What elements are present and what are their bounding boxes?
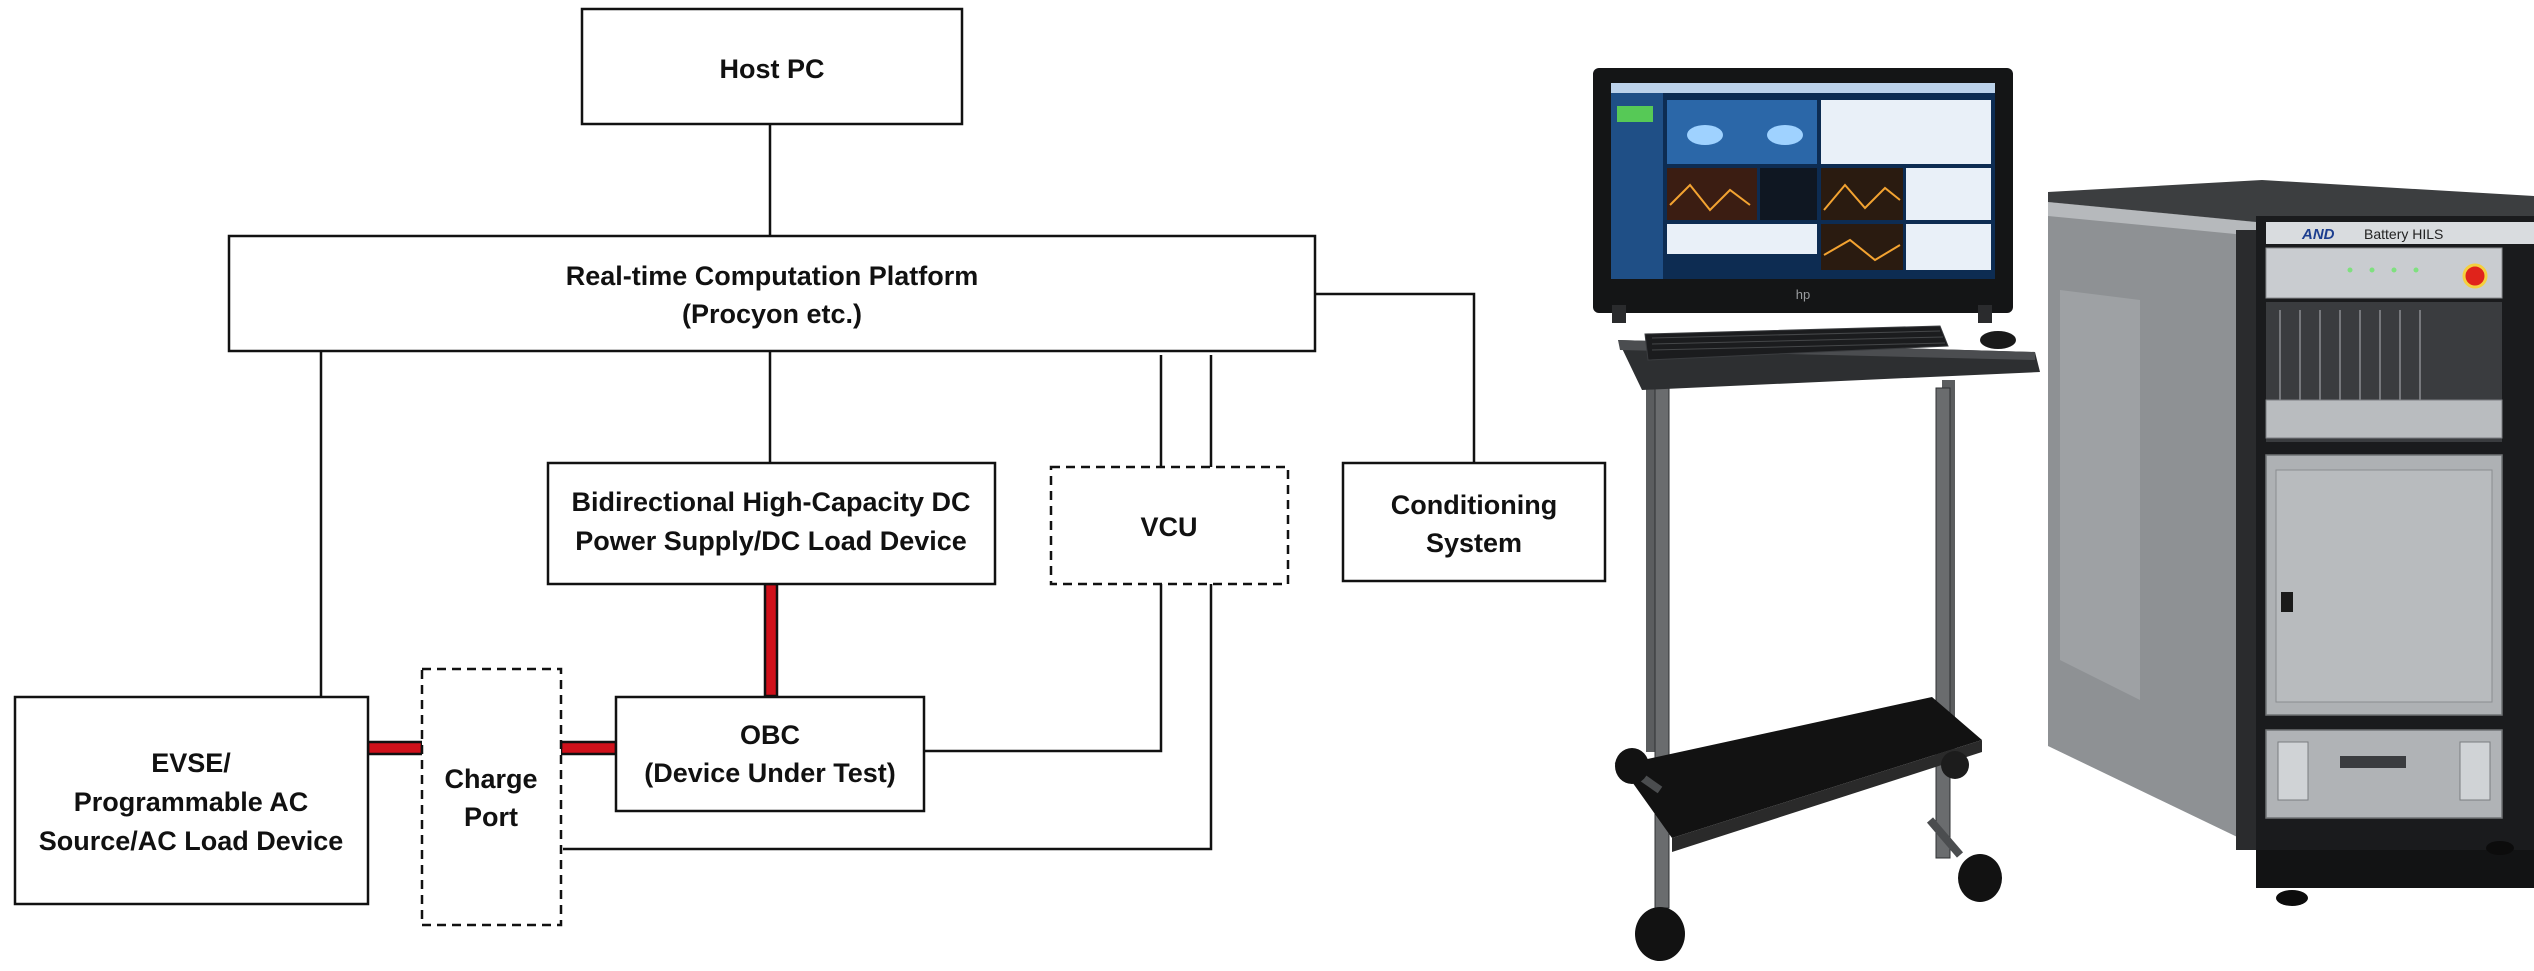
charge-port-label-line1: Charge: [444, 764, 537, 794]
emergency-stop-icon: [2462, 263, 2488, 289]
evse-label-line1: EVSE/: [151, 748, 231, 778]
wire-platform-to-conditioning: [1315, 292, 1476, 463]
rt-platform-label-line1: Real-time Computation Platform: [566, 261, 979, 291]
node-conditioning: Conditioning System: [1341, 461, 1607, 583]
wire-vcu-to-charge-port: [563, 584, 1213, 851]
castor-wheel-icon: [1958, 854, 2002, 902]
workstation-cart: [1614, 325, 2040, 961]
obc-label-line1: OBC: [740, 720, 800, 750]
power-line-port-to-obc: [559, 740, 618, 756]
power-line-dc-to-obc: [763, 582, 779, 698]
equipment-photo: hp AND Battery HILS: [1593, 68, 2534, 961]
castor-wheel-icon: [1615, 748, 1649, 784]
node-evse: EVSE/ Programmable AC Source/AC Load Dev…: [13, 695, 370, 906]
rack-door-latch-icon: [2281, 592, 2293, 612]
battery-hils-rack: AND Battery HILS: [2048, 180, 2534, 906]
rack-label: Battery HILS: [2364, 226, 2443, 242]
castor-wheel-icon: [1941, 751, 1969, 779]
rt-platform-label-line2: (Procyon etc.): [682, 299, 862, 329]
node-dc-supply: Bidirectional High-Capacity DC Power Sup…: [546, 461, 997, 586]
keyboard-icon: [1644, 325, 1949, 361]
dc-supply-label-line1: Bidirectional High-Capacity DC: [571, 487, 970, 517]
power-line-evse-to-port: [366, 740, 424, 756]
obc-label-line2: (Device Under Test): [644, 758, 896, 788]
evse-label-line3: Source/AC Load Device: [39, 826, 344, 856]
vcu-label: VCU: [1140, 512, 1197, 542]
node-vcu: VCU: [1049, 465, 1290, 586]
block-diagram: Host PC Real-time Computation Platform (…: [13, 7, 1607, 927]
monitor-brand-logo: hp: [1796, 287, 1810, 302]
node-obc: OBC (Device Under Test): [614, 695, 926, 813]
node-charge-port: Charge Port: [420, 667, 563, 927]
mouse-icon: [1980, 331, 2016, 349]
castor-wheel-icon: [1635, 907, 1685, 961]
evse-label-line2: Programmable AC: [74, 787, 309, 817]
signal-connections: [319, 124, 1476, 851]
charge-port-label-line2: Port: [464, 802, 518, 832]
monitor: hp: [1593, 68, 2013, 323]
dc-supply-label-line2: Power Supply/DC Load Device: [575, 526, 967, 556]
conditioning-label-line2: System: [1426, 528, 1522, 558]
host-pc-label: Host PC: [719, 54, 824, 84]
node-rt-platform: Real-time Computation Platform (Procyon …: [227, 234, 1317, 353]
rack-brand-logo: AND: [2301, 226, 2335, 243]
wire-vcu-to-obc: [924, 584, 1163, 753]
conditioning-label-line1: Conditioning: [1391, 490, 1557, 520]
node-host-pc: Host PC: [580, 7, 964, 126]
